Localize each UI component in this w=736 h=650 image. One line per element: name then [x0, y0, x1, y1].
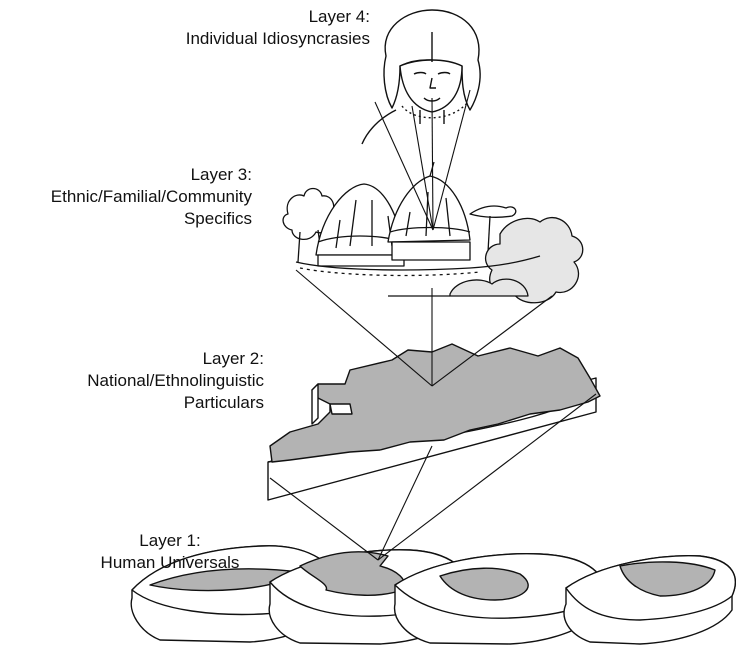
face-icon — [362, 10, 480, 144]
connector-lines — [270, 90, 596, 560]
layer-3-label: Layer 3: Ethnic/Familial/Community Speci… — [20, 164, 252, 230]
layer-1-label: Layer 1: Human Universals — [90, 530, 250, 574]
layer-3-title: Layer 3: — [20, 164, 252, 186]
layer-4-description: Individual Idiosyncrasies — [140, 28, 370, 50]
layer-2-label: Layer 2: National/Ethnolinguistic Partic… — [40, 348, 264, 414]
layer-2-description-line1: National/Ethnolinguistic — [40, 370, 264, 392]
country-map-icon — [268, 344, 600, 500]
layer-4-title: Layer 4: — [140, 6, 370, 28]
layer-4-label: Layer 4: Individual Idiosyncrasies — [140, 6, 370, 50]
layer-1-description: Human Universals — [90, 552, 250, 574]
layer-2-description-line2: Particulars — [40, 392, 264, 414]
layer-1-title: Layer 1: — [90, 530, 250, 552]
layer-3-description-line2: Specifics — [20, 208, 252, 230]
layer-2-title: Layer 2: — [40, 348, 264, 370]
layer-3-description-line1: Ethnic/Familial/Community — [20, 186, 252, 208]
